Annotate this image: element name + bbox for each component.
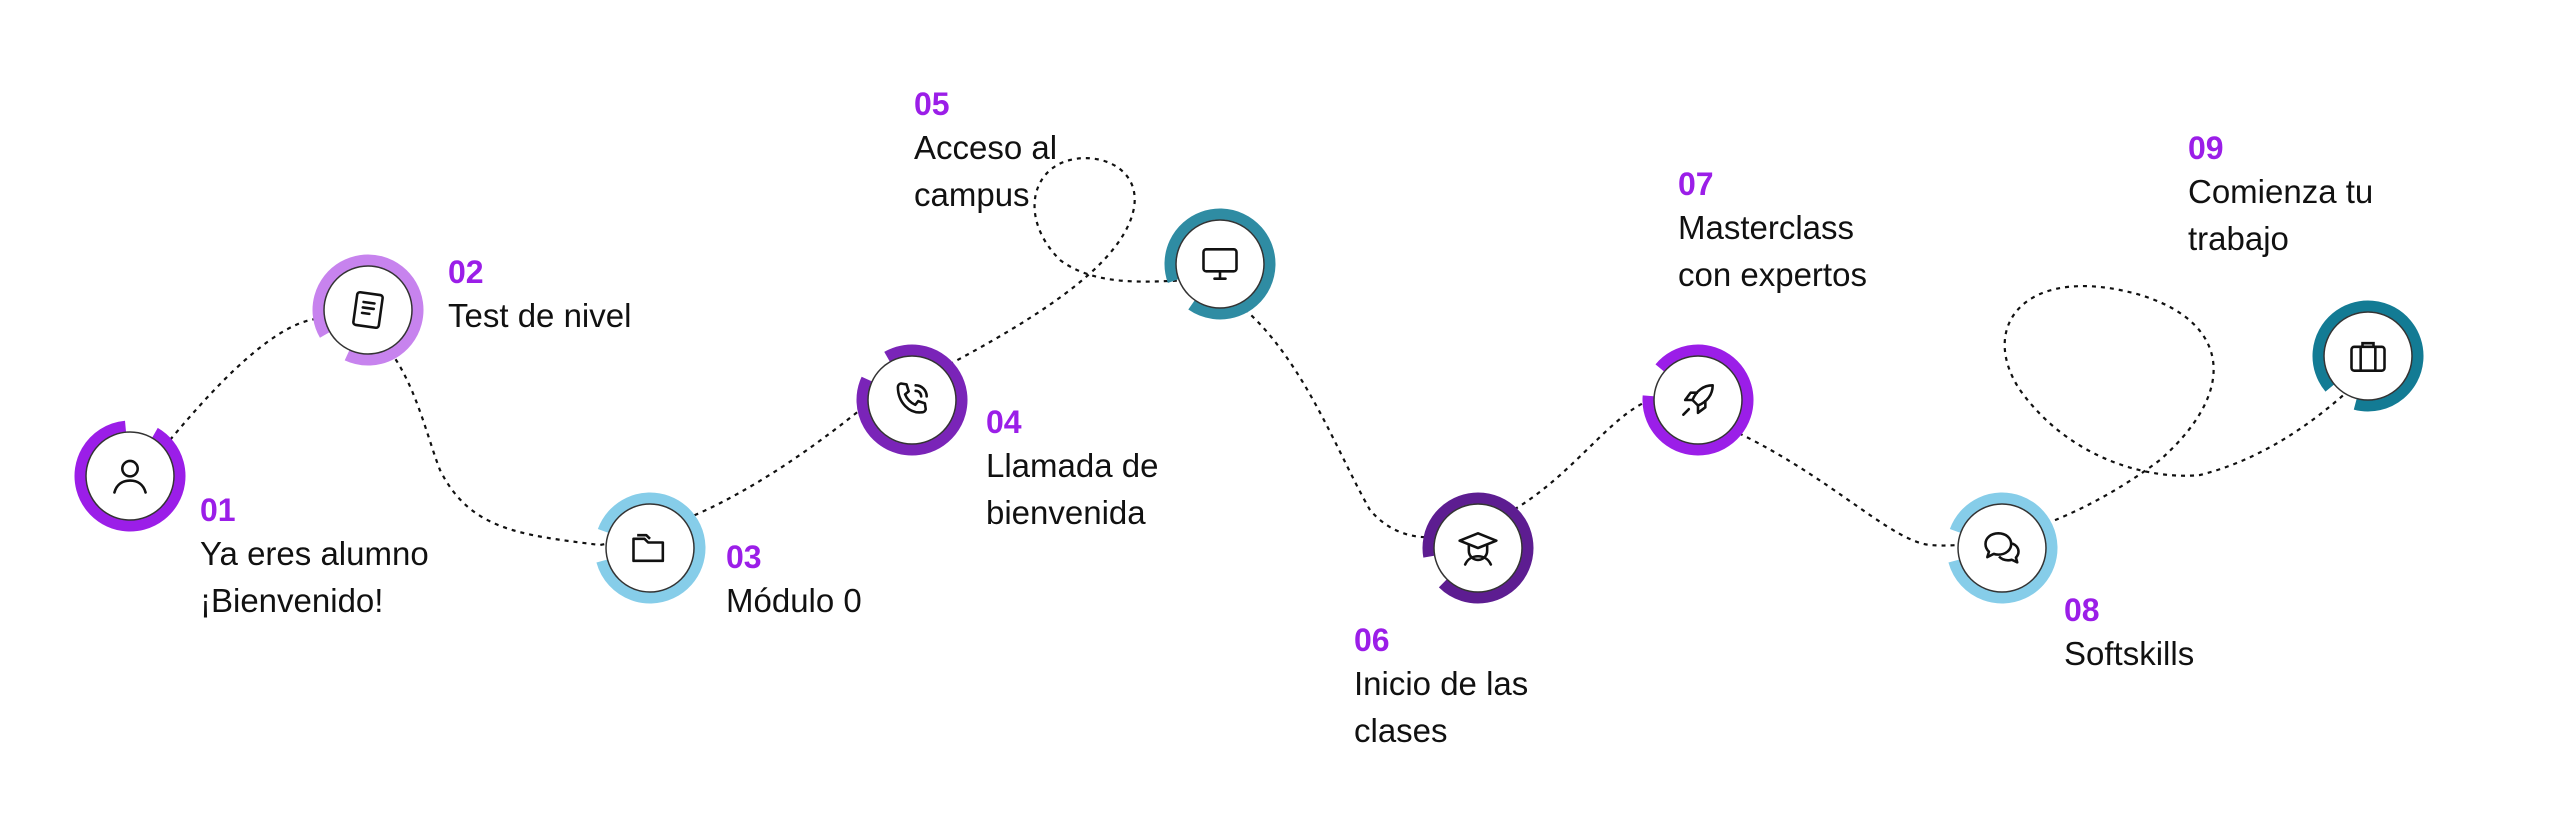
step-title-line: trabajo: [2188, 220, 2289, 257]
step-07-label: 07 Masterclass con expertos: [1678, 164, 1867, 298]
step-title-line: Test de nivel: [448, 297, 632, 334]
step-number: 09: [2188, 130, 2224, 166]
step-title-line: bienvenida: [986, 494, 1146, 531]
step-06-label: 06 Inicio de las clases: [1354, 620, 1528, 754]
step-number: 03: [726, 539, 762, 575]
step-01-label: 01 Ya eres alumno ¡Bienvenido!: [200, 490, 429, 624]
graduate-icon: [1458, 532, 1498, 566]
step-04-ring: [856, 344, 968, 456]
step-number: 06: [1354, 622, 1390, 658]
step-title-line: campus: [914, 176, 1030, 213]
step-number: 07: [1678, 166, 1714, 202]
step-number: 01: [200, 492, 236, 528]
document-icon: [352, 290, 384, 330]
chat-icon: [1984, 532, 2020, 564]
step-number: 05: [914, 86, 950, 122]
user-icon: [113, 459, 147, 494]
step-title-line: ¡Bienvenido!: [200, 582, 384, 619]
step-02-label: 02 Test de nivel: [448, 252, 631, 339]
step-title-line: Softskills: [2064, 635, 2195, 672]
step-title-line: Acceso al: [914, 129, 1058, 166]
step-number: 04: [986, 404, 1022, 440]
folder-icon: [632, 533, 665, 563]
rocket-icon: [1682, 384, 1714, 416]
step-08-label: 08 Softskills: [2064, 590, 2194, 677]
step-title-line: Comienza tu: [2188, 173, 2374, 210]
step-03-label: 03 Módulo 0: [726, 537, 862, 624]
step-05-label: 05 Acceso al campus: [914, 84, 1057, 218]
step-07-ring: [1642, 344, 1754, 456]
step-04-label: 04 Llamada de bienvenida: [986, 402, 1158, 536]
step-02-ring: [312, 254, 424, 366]
step-title-line: Llamada de: [986, 447, 1159, 484]
step-title-line: clases: [1354, 712, 1448, 749]
step-title-line: Masterclass: [1678, 209, 1855, 246]
step-title-line: Ya eres alumno: [200, 535, 429, 572]
step-09-ring: [2312, 300, 2424, 412]
step-number: 08: [2064, 592, 2100, 628]
phone-icon: [896, 382, 928, 414]
step-title-line: con expertos: [1678, 256, 1867, 293]
step-03-ring: [594, 492, 706, 604]
step-number: 02: [448, 254, 484, 290]
step-title-line: Inicio de las: [1354, 665, 1529, 702]
briefcase-icon: [2350, 341, 2386, 372]
step-title-line: Módulo 0: [726, 582, 862, 619]
step-08-ring: [1946, 492, 2058, 604]
step-09-label: 09 Comienza tu trabajo: [2188, 128, 2373, 262]
step-05-ring: [1164, 208, 1276, 320]
monitor-icon: [1202, 248, 1238, 280]
